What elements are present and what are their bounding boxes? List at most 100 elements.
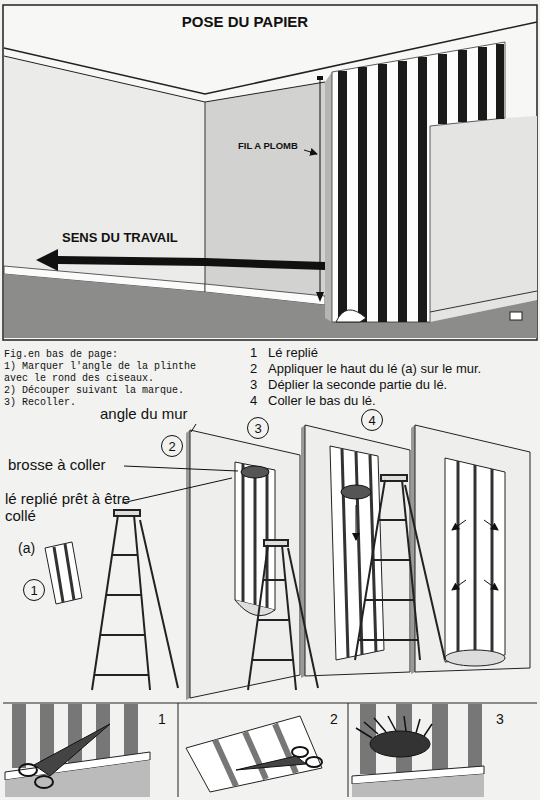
step-circle: 3 (247, 417, 269, 439)
step-circle: 2 (161, 435, 183, 457)
detail-panels-part (186, 716, 322, 792)
step-ladders-part (248, 545, 268, 690)
step-ladders-part (372, 559, 410, 561)
step-ladders-part (140, 520, 178, 688)
work-direction-arrow-part (58, 256, 205, 266)
detail-panels-part (178, 703, 179, 797)
step-ladders-part (106, 594, 141, 596)
papered-wall-part (338, 71, 347, 322)
step-ladders-part (100, 634, 145, 636)
step-text: Coller le bas du lé. (268, 393, 376, 409)
room-scene-part (4, 56, 205, 292)
footnote-line: 1) Marquer l'angle de la plinthe avec le… (4, 361, 219, 385)
plumb-line-part (317, 76, 323, 80)
plumb-line-part (304, 150, 317, 154)
detail-panels-part (245, 732, 266, 779)
wallpaper-strips-part (474, 465, 477, 658)
wall-panels-part (301, 425, 305, 678)
detail-panels-part (348, 703, 349, 797)
detail-panels-part (3, 703, 537, 704)
detail-panels-part (35, 776, 53, 788)
papered-wall-part (438, 54, 447, 124)
callout-label: brosse à coller (8, 456, 106, 473)
step-row: 2Appliquer le haut du lé (a) sur le mur. (250, 361, 536, 377)
room-scene-part (205, 82, 325, 305)
step-ladders-part (378, 519, 406, 521)
plumb-line (304, 76, 324, 302)
wall-panels-part (190, 430, 300, 698)
step-number: 3 (250, 377, 268, 393)
step-text: Appliquer le haut du lé (a) sur le mur. (268, 361, 481, 377)
detail-panels-part (124, 704, 138, 757)
room-scene-part (430, 116, 537, 322)
step-ladders-part (355, 480, 385, 660)
step-ladders-part (94, 674, 149, 676)
step-number: 4 (250, 393, 268, 409)
callout-label: lé replié prêt à être collé (5, 490, 155, 525)
wallpaper-strips-part (45, 542, 82, 604)
wallpaper-strips-part (266, 469, 269, 608)
callout-label: angle du mur (100, 405, 188, 422)
step-ladders-part (365, 599, 414, 601)
wallpaper-strips-part (484, 520, 498, 530)
panel-number: 2 (330, 711, 338, 727)
wallpaper-strips-part (491, 469, 494, 656)
circle-number: 2 (168, 440, 175, 453)
plumb-line-label: FIL A PLOMB (238, 141, 298, 152)
footnote-line: 2) Découper suivant la marque. (4, 385, 219, 397)
detail-panels-part (34, 724, 110, 776)
wall-panels (186, 425, 530, 700)
step-row: 1Lé replié (250, 345, 536, 361)
leader-lines (122, 424, 238, 503)
wallpaper-strips (45, 446, 505, 666)
wallpaper-strips-part (452, 580, 466, 590)
papered-wall-part (336, 310, 366, 322)
panel-number: 3 (496, 711, 504, 727)
part-marker: (a) (18, 540, 35, 556)
step-ladders-part (112, 554, 138, 556)
room-scene (3, 5, 537, 340)
detail-panels-part (215, 740, 236, 786)
step-ladders-part (252, 659, 293, 661)
papered-wall-part (496, 44, 504, 119)
detail-panels-part (292, 747, 308, 757)
wallpaper-strips-part (445, 458, 505, 662)
steps-block: 1Lé replié2Appliquer le haut du lé (a) s… (250, 345, 536, 409)
work-direction-arrow-part (205, 258, 325, 270)
room-scene-part (3, 5, 537, 340)
papered-wall-part (458, 50, 467, 122)
leader-lines-part (191, 424, 196, 432)
wallpaper-strips-part (341, 485, 371, 499)
wall-panels-part (415, 425, 530, 672)
detail-panels-part (12, 704, 26, 768)
direction-label: SENS DU TRAVAIL (62, 231, 178, 246)
wallpaper-strips-part (235, 600, 275, 616)
wall-panels-part (305, 425, 410, 676)
room-scene-part (4, 274, 537, 338)
wallpaper-strips-part (356, 505, 357, 540)
step-ladders-part (258, 619, 289, 621)
wallpaper-strips-part (241, 466, 269, 478)
step-circle: 4 (361, 409, 383, 431)
step-ladders (92, 475, 445, 690)
detail-panels-part (236, 756, 306, 770)
wallpaper-strips-part (235, 462, 275, 610)
papered-wall-part (510, 312, 522, 320)
step-ladders-part (263, 579, 285, 581)
work-direction-arrow-part (36, 249, 58, 271)
step-ladders-part (92, 515, 118, 690)
papered-wall-part (325, 72, 332, 322)
step-text: Lé replié (268, 345, 318, 361)
plumb-line-part (316, 292, 324, 302)
circle-number: 3 (254, 422, 261, 435)
step-number: 1 (250, 345, 268, 361)
step-circle: 1 (23, 579, 45, 601)
wallpaper-strips-part (445, 650, 505, 666)
wallpaper-strips-part (54, 547, 63, 602)
detail-panels (3, 703, 537, 797)
step-ladders-part (288, 548, 318, 688)
step-ladders-part (134, 515, 150, 690)
papered-wall-part (478, 47, 487, 120)
room-scene-part (430, 291, 537, 312)
